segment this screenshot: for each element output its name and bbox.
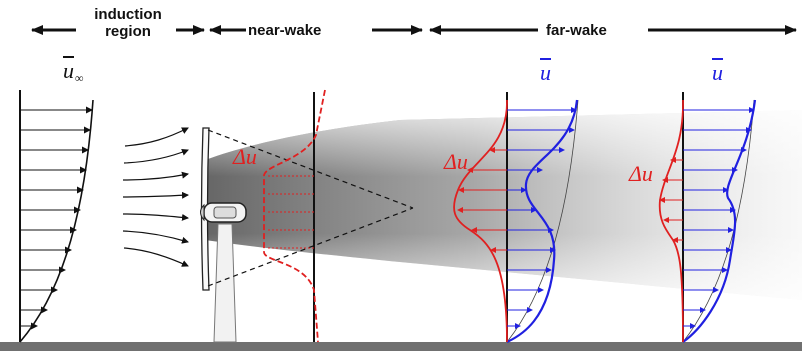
far-wake-2-velocity-symbol: u xyxy=(712,60,723,85)
wind-turbine xyxy=(200,127,247,343)
far-wake-1-velocity-symbol: u xyxy=(540,60,551,85)
far-wake-1-velocity-curve xyxy=(506,99,579,343)
far-wake-1-deficit-symbol: Δu xyxy=(444,149,468,174)
far-wake-profile-2 xyxy=(658,92,757,343)
far-wake-profile-1 xyxy=(453,92,579,343)
hub xyxy=(200,203,205,222)
inflow-symbol-base: u xyxy=(63,58,74,83)
near-wake-deficit-curve xyxy=(263,89,326,343)
induction-label-line-2: region xyxy=(105,23,151,40)
ground xyxy=(0,342,802,351)
induction-label-line-1: induction xyxy=(94,6,162,23)
wake-shadow xyxy=(205,110,802,300)
near-wake-deficit-symbol: Δu xyxy=(233,144,257,169)
far-wake-2-deficit-symbol: Δu xyxy=(629,161,653,186)
induction-streamlines xyxy=(122,127,189,267)
far-wake-2-deficit-curve xyxy=(658,99,684,343)
inflow-symbol-subscript: ∞ xyxy=(75,71,84,85)
inflow-velocity-symbol: u∞ xyxy=(63,58,84,86)
inflow-velocity-curve xyxy=(19,99,94,343)
far-wake-2-velocity-curve xyxy=(682,99,757,343)
near-wake-label: near-wake xyxy=(248,22,322,39)
inflow-profile xyxy=(19,90,94,343)
turbine-tower xyxy=(213,223,237,343)
induction-region-label: induction region xyxy=(86,6,170,40)
nacelle-window xyxy=(213,206,237,219)
near-wake-cone xyxy=(207,129,414,287)
far-wake-label: far-wake xyxy=(546,22,607,39)
near-wake-profile xyxy=(207,89,414,343)
